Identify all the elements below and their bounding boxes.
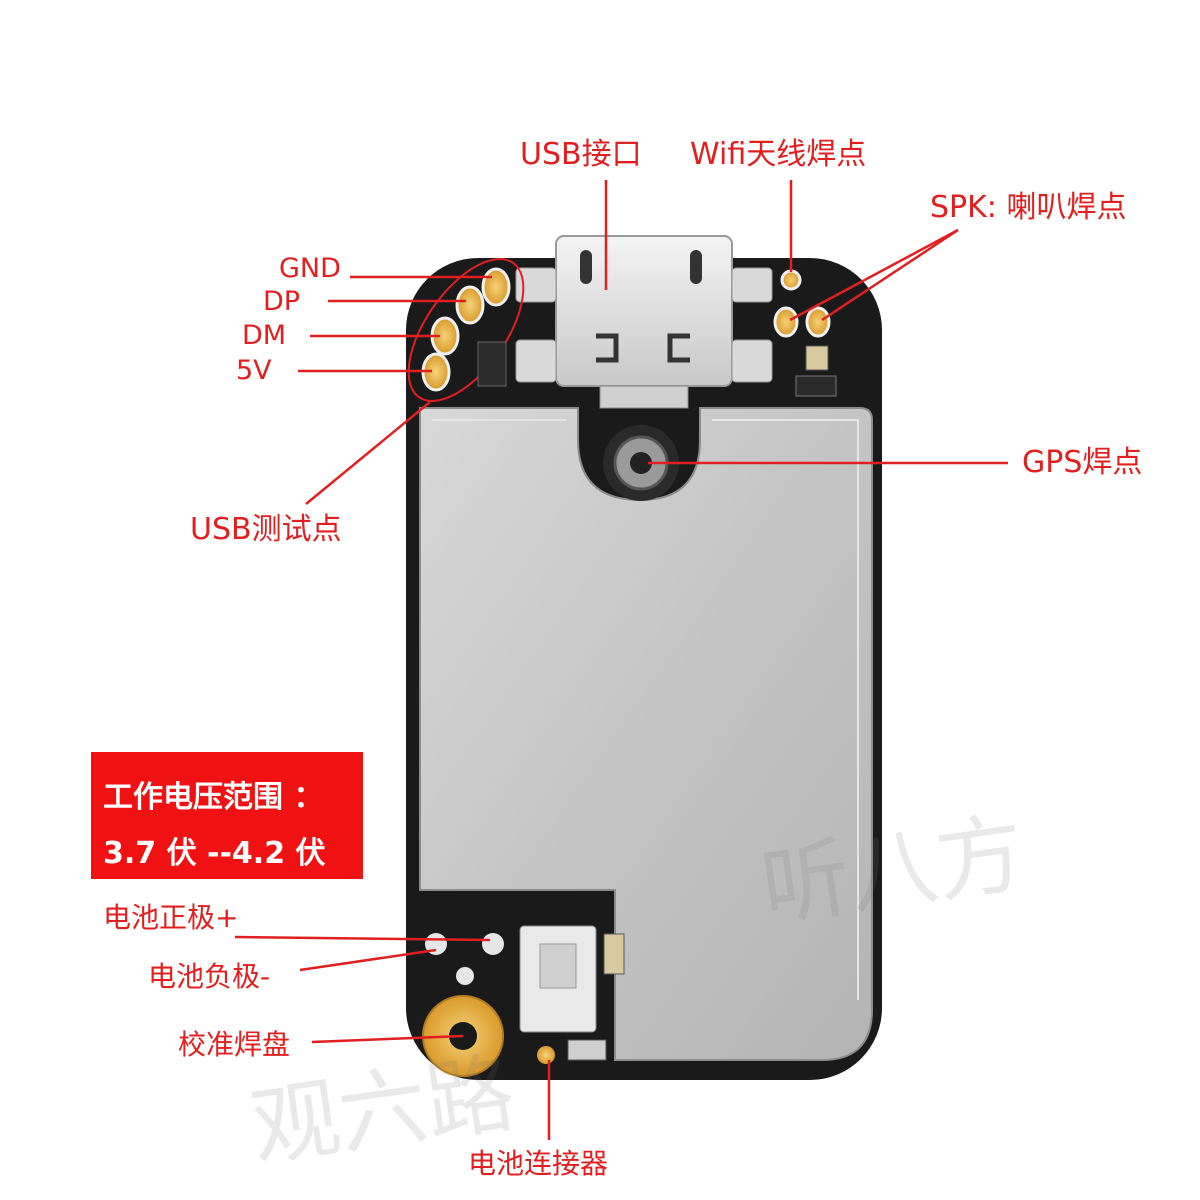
label-dp: DP (263, 286, 301, 317)
usb-mount-tr (731, 267, 773, 303)
label-battery-positive: 电池正极+ (103, 901, 239, 934)
pad-gnd (481, 267, 511, 307)
pad-dp (455, 285, 485, 325)
smd-component (477, 341, 507, 387)
pad-battery-positive (482, 933, 504, 955)
shield-inner-edge (432, 419, 859, 1000)
smd-component (795, 375, 837, 397)
usb-pins (599, 385, 689, 409)
label-usb-port: USB接口 (520, 137, 642, 172)
pad-spk-1 (773, 306, 799, 338)
label-dm: DM (242, 320, 287, 351)
usb-mount-tl (515, 267, 557, 303)
leader-usb-test (305, 401, 431, 505)
leader-spk-1 (789, 228, 959, 322)
gps-connector-center (630, 452, 652, 474)
label-wifi-antenna: Wifi天线焊点 (690, 137, 867, 172)
pad-wifi (780, 269, 802, 291)
rf-shield (419, 407, 873, 1061)
leader-battery-negative (299, 948, 437, 972)
smd-component (603, 933, 625, 975)
leader-spk-2 (821, 228, 959, 322)
smd-component (567, 1039, 607, 1061)
label-calibration-pad: 校准焊盘 (178, 1028, 291, 1061)
usb-slot-left (580, 250, 592, 284)
usb-tab-left (596, 333, 619, 363)
label-5v: 5V (236, 355, 272, 386)
label-gps: GPS焊点 (1022, 445, 1143, 480)
voltage-value: 3.7 伏 --4.2 伏 (103, 836, 326, 871)
pad-aux (456, 967, 474, 985)
usb-mount-br (731, 339, 773, 383)
label-gnd: GND (279, 253, 341, 284)
label-battery-connector: 电池连接器 (468, 1147, 609, 1180)
usb-slot-right (690, 250, 702, 284)
usb-mount-bl (515, 339, 557, 383)
leader-calibration (311, 1034, 464, 1044)
usb-tab-right (667, 333, 690, 363)
pad-small (537, 1046, 555, 1064)
pad-spk-2 (805, 306, 831, 338)
label-usb-test: USB测试点 (190, 512, 342, 547)
voltage-title: 工作电压范围 ： (103, 780, 324, 815)
label-battery-negative: 电池负极- (148, 960, 271, 993)
label-speaker: SPK: 喇叭焊点 (930, 190, 1127, 225)
voltage-range-box: 工作电压范围 ： 3.7 伏 --4.2 伏 (91, 752, 363, 879)
leader-lines (234, 180, 1008, 1140)
smd-component (805, 345, 829, 371)
battery-connector-slot (539, 943, 577, 989)
leader-battery-positive (234, 935, 491, 942)
